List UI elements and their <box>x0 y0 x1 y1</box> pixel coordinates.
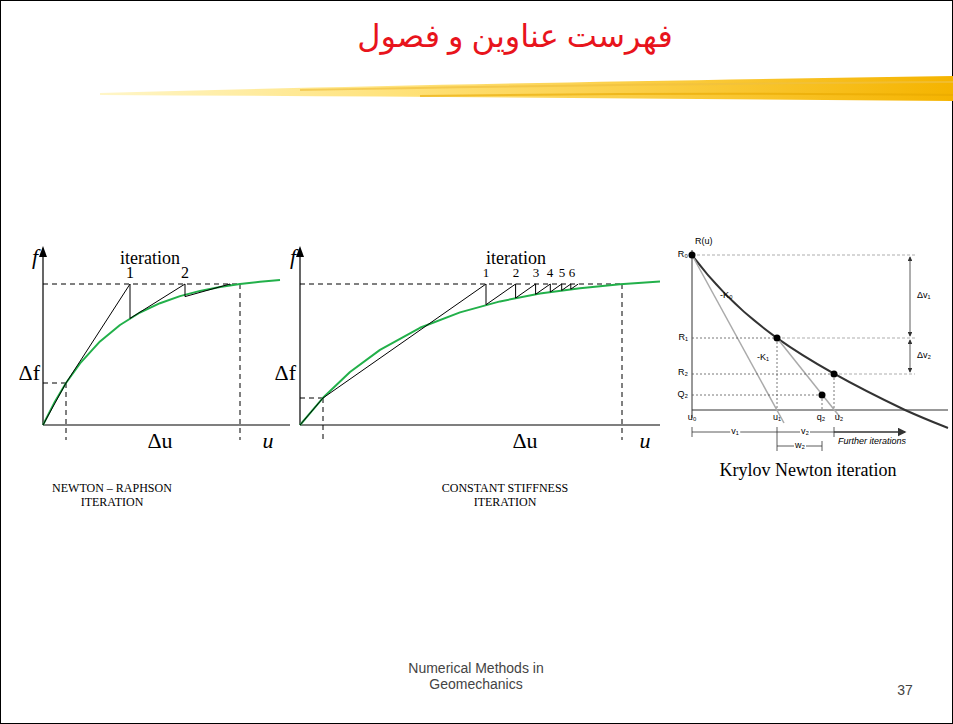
iteration-number: 1 <box>483 266 490 281</box>
axis-tick-label: q₂ <box>817 412 826 422</box>
increment-label: Δu <box>512 428 537 453</box>
dimension-label: w₂ <box>794 440 806 450</box>
axis-label: R(u) <box>695 236 713 246</box>
increment-label: Δf <box>275 360 296 385</box>
axis-label: u <box>263 428 274 453</box>
footer-text: Numerical Methods in Geomechanics <box>396 660 556 692</box>
arrow-label: Further iterations <box>838 436 906 446</box>
krylov-newton-chart <box>689 250 949 451</box>
point-label: Q₂ <box>678 389 689 399</box>
constant-stiffness-chart <box>296 246 660 440</box>
page-number: 37 <box>897 682 913 698</box>
axis-label: u <box>640 428 651 453</box>
axis-tick-label: u₁ <box>773 412 781 422</box>
newton-raphson-chart <box>39 246 290 440</box>
point-label: R₀ <box>678 249 688 259</box>
iteration-number: 6 <box>569 266 576 281</box>
iteration-number: 5 <box>559 266 566 281</box>
axis-tick-label: u₀ <box>688 412 697 422</box>
iteration-number: 4 <box>547 266 554 281</box>
stiffness-label: -K₁ <box>757 352 769 362</box>
brush-stroke <box>100 76 953 101</box>
iteration-number: 3 <box>533 266 540 281</box>
dimension-label: v₂ <box>800 426 810 436</box>
slide-title: فهرست عناوین و فصول <box>357 18 672 55</box>
axis-label: f <box>290 244 296 269</box>
increment-label: Δu <box>147 428 172 453</box>
increment-label: Δf <box>19 360 40 385</box>
point-label: R₁ <box>678 332 688 342</box>
dimension-label: Δv₁ <box>917 290 931 300</box>
dimension-label: v₁ <box>730 426 740 436</box>
chart-caption: Krylov Newton iteration <box>720 460 897 481</box>
axis-label: f <box>32 244 38 269</box>
axis-tick-label: u₂ <box>835 412 844 422</box>
chart-caption: NEWTON – RAPHSON ITERATION <box>37 482 187 510</box>
iteration-number: 2 <box>513 266 520 281</box>
chart-caption: CONSTANT STIFFNESS ITERATION <box>420 482 590 510</box>
point-label: R₂ <box>678 367 688 377</box>
dimension-label: Δv₂ <box>917 350 931 360</box>
iteration-number: 1 <box>126 264 134 282</box>
stiffness-label: -K₀ <box>720 290 733 300</box>
iteration-number: 2 <box>181 264 189 282</box>
